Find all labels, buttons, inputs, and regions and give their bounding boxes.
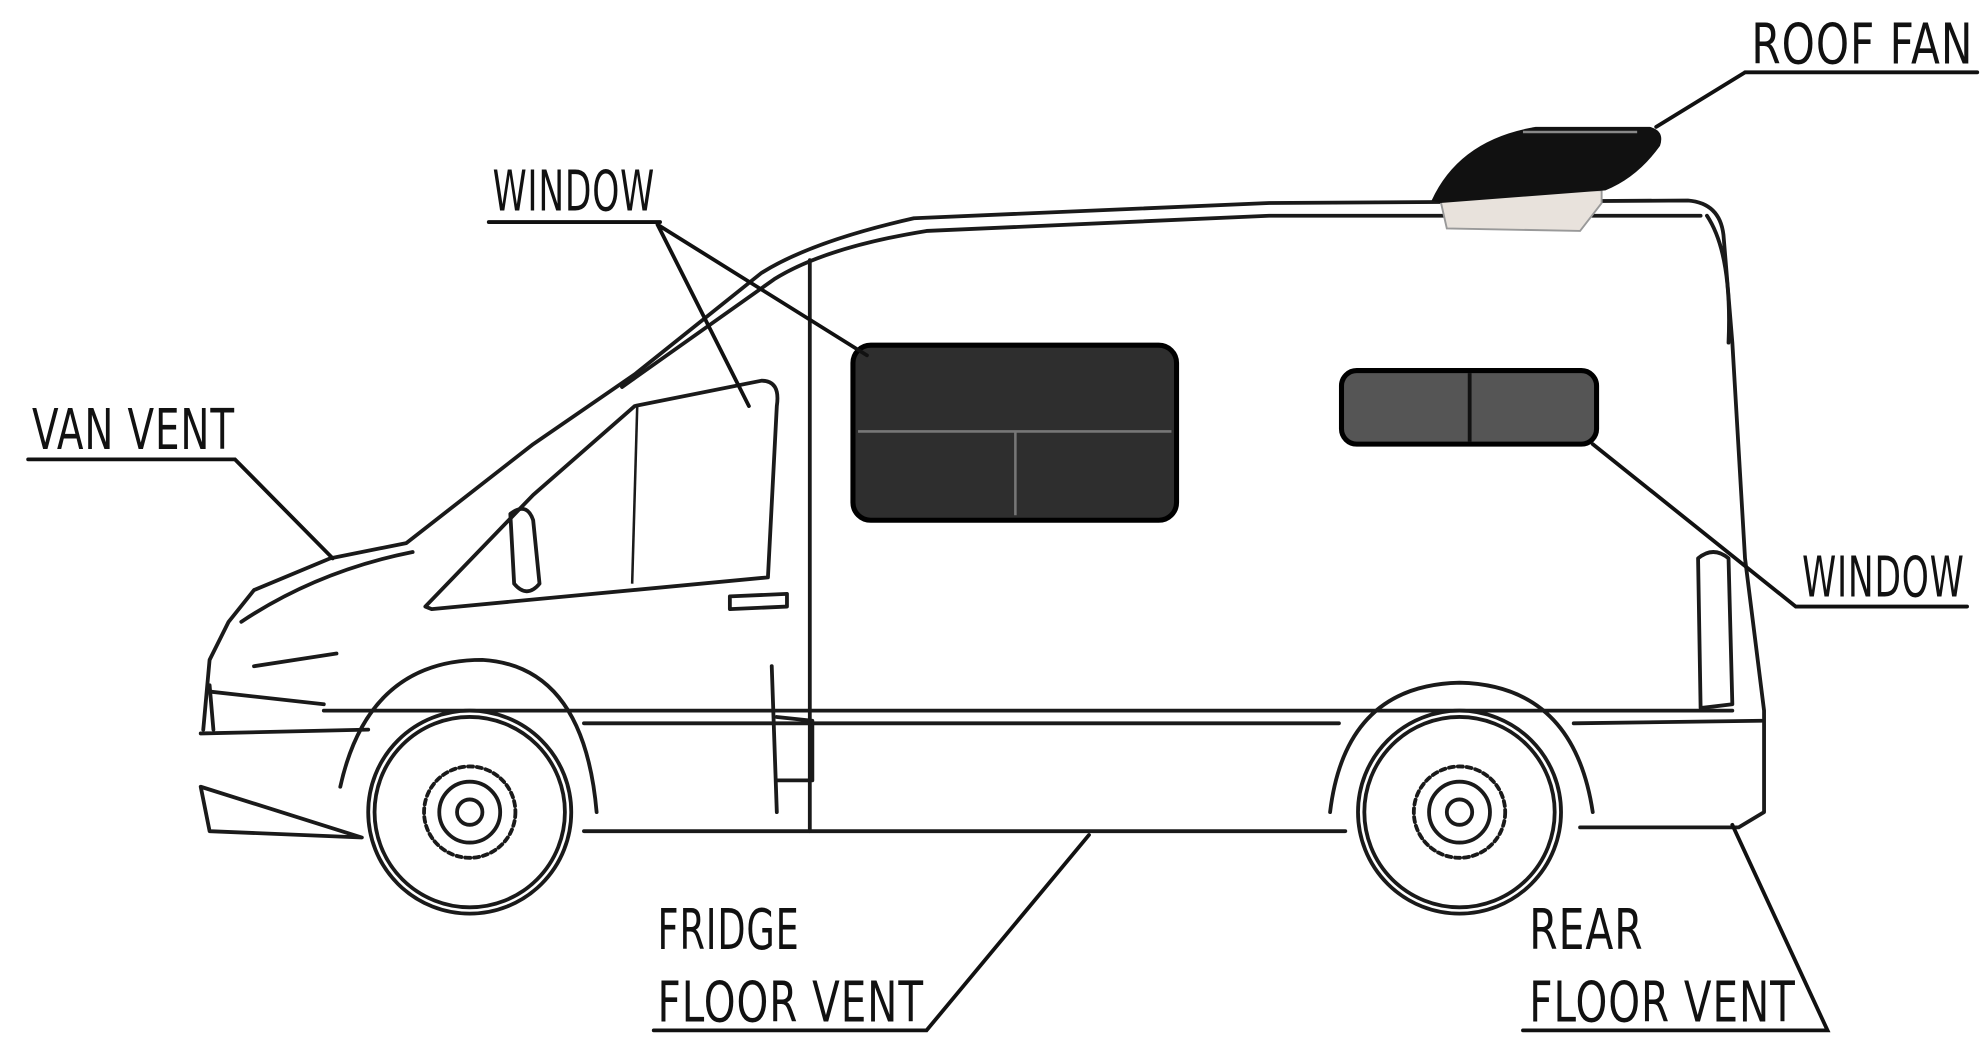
label-van-vent: VAN VENT <box>32 398 235 463</box>
roof-fan <box>1431 126 1662 232</box>
front-wheel-arch <box>338 657 599 815</box>
van-illustration <box>198 126 1766 916</box>
front-door-window <box>423 378 780 611</box>
hood <box>207 550 415 707</box>
rear-wheel <box>1356 708 1563 916</box>
sill-line <box>321 708 1764 726</box>
label-fridge-floor-vent-line2: FLOOR VENT <box>658 971 924 1036</box>
label-window-front: WINDOW <box>493 160 655 225</box>
side-window-large <box>850 342 1180 523</box>
label-roof-fan: ROOF FAN <box>1751 12 1973 77</box>
label-fridge-floor-vent-line1: FRIDGE <box>658 898 800 963</box>
leader-lines <box>26 70 1980 1033</box>
tail-light <box>1696 550 1735 710</box>
roof-rail <box>620 213 1703 389</box>
front-wheel <box>366 708 574 916</box>
rear-side-window <box>1338 367 1600 447</box>
label-window-rear: WINDOW <box>1802 545 1964 610</box>
van-body-outline <box>198 198 1766 840</box>
front-bumper <box>198 683 371 736</box>
door-handle <box>727 591 789 611</box>
sliding-door-rail <box>769 664 815 815</box>
label-rear-floor-vent-line2: FLOOR VENT <box>1529 971 1795 1036</box>
label-rear-floor-vent-line1: REAR <box>1529 898 1643 963</box>
rear-wheel-arch <box>1328 680 1595 815</box>
side-mirror <box>508 506 542 594</box>
